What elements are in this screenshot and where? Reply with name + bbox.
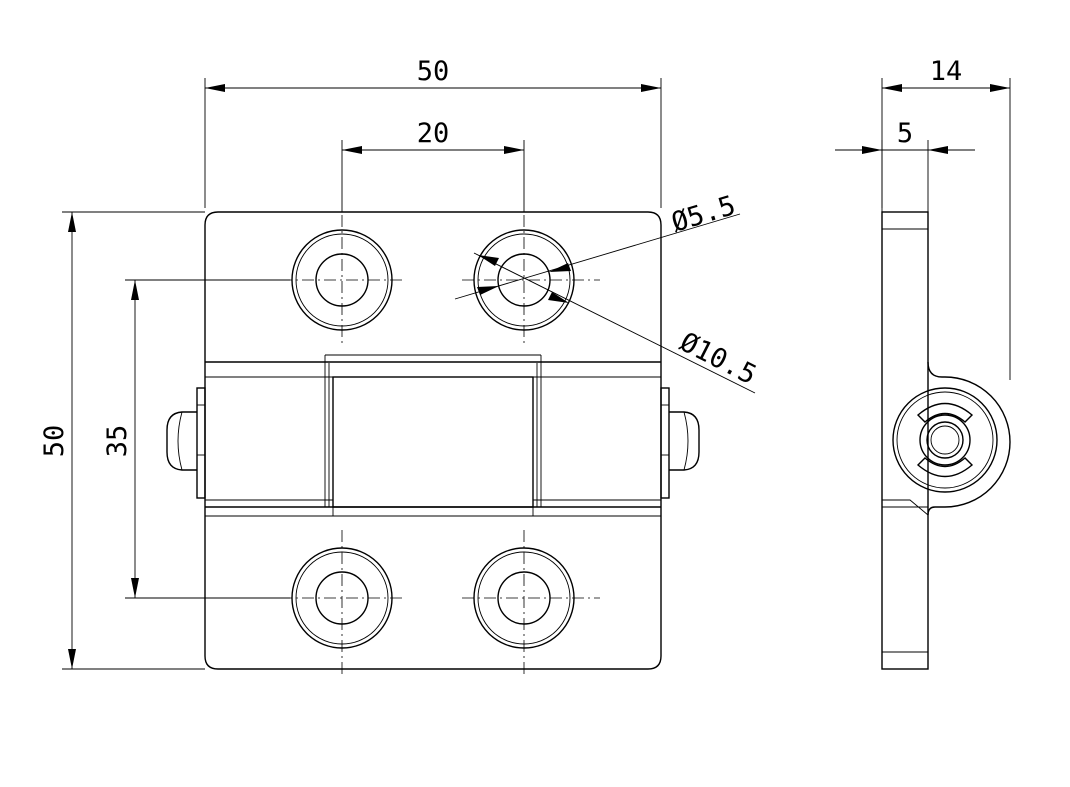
side-plate [881, 211, 929, 670]
upper-leaf-outline [204, 211, 662, 362]
dim-overall-height-label: 50 [39, 425, 70, 458]
dim-overall-depth-label: 14 [930, 56, 963, 87]
dim-overall-width: 50 [204, 56, 662, 208]
dim-plate-thickness: 5 [835, 118, 975, 212]
dim-plate-thickness-label: 5 [897, 118, 913, 149]
dim-overall-width-label: 50 [417, 56, 450, 87]
dim-overall-height: 50 [39, 211, 205, 670]
hinge-knuckle [204, 354, 662, 516]
dim-hole-spacing-label: 20 [417, 118, 450, 149]
dim-vertical-hole-spacing-label: 35 [102, 425, 133, 458]
dim-overall-depth: 14 [881, 56, 1011, 380]
dim-counterbore-diameter-label: Ø10.5 [675, 327, 761, 392]
dim-vertical-hole-spacing: 35 [102, 279, 290, 599]
left-pin-end [166, 387, 206, 499]
center-lines [280, 215, 600, 678]
side-knuckle-profile [927, 361, 1011, 516]
side-pin [926, 421, 964, 459]
dim-hole-spacing: 20 [341, 118, 525, 212]
front-view [166, 211, 700, 678]
right-pin-end [660, 387, 700, 499]
side-view [881, 211, 1011, 670]
side-spring-outer [892, 387, 998, 493]
lower-leaf-outline [204, 507, 662, 670]
dim-hole-diameter-label: Ø5.5 [668, 190, 739, 239]
dim-counterbore-diameter: Ø10.5 [473, 252, 761, 394]
